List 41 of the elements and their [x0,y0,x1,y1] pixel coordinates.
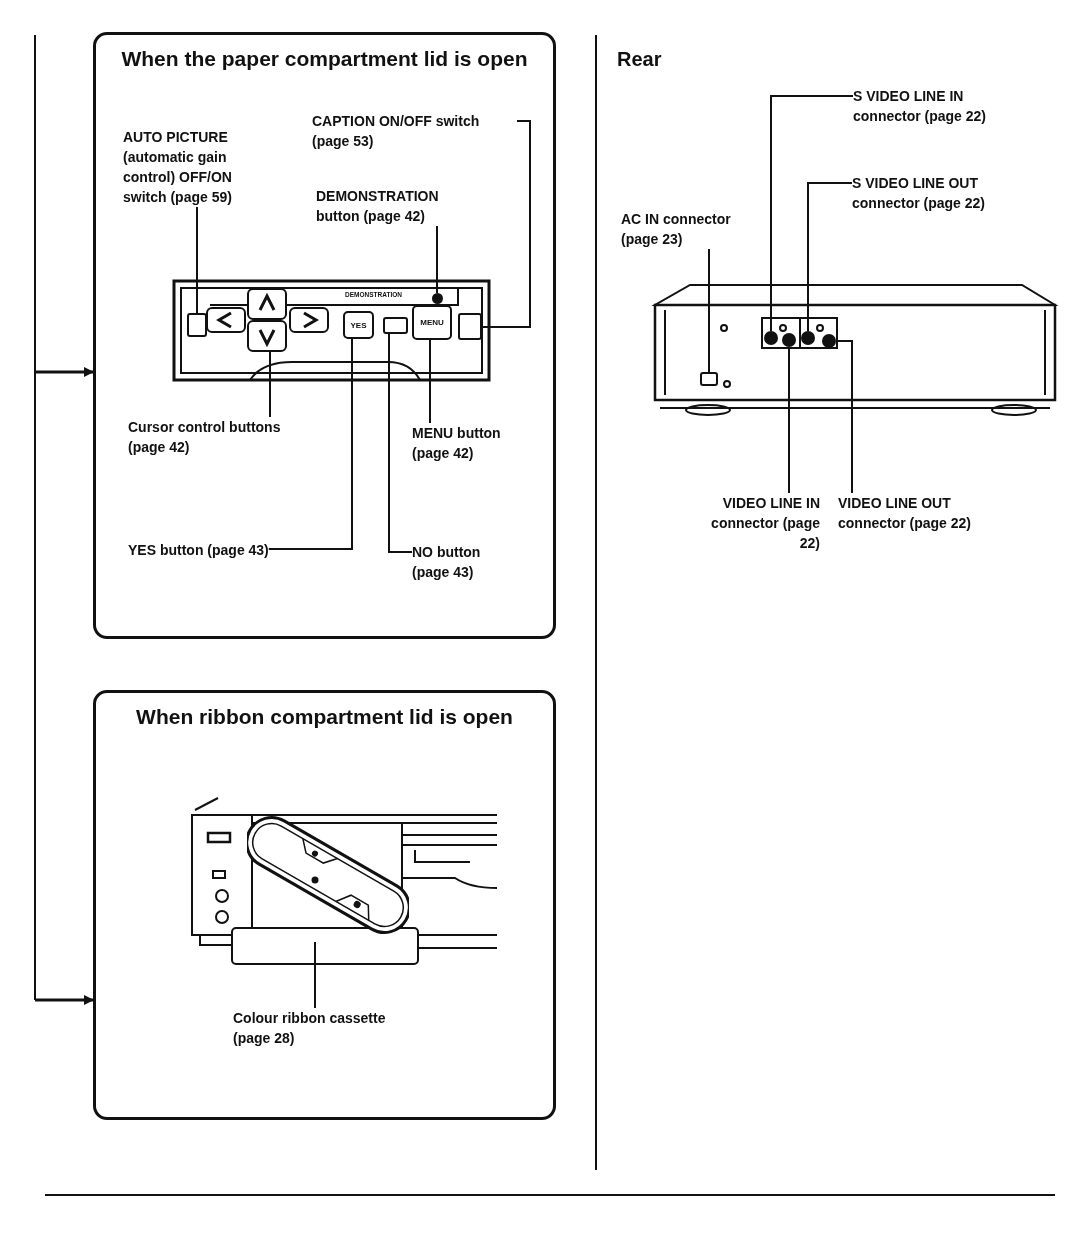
leader-line [708,248,710,373]
leader-line [807,182,853,332]
arrow [35,995,94,1005]
callout-text: YES button (page 43) [128,540,269,560]
leader-line [267,338,353,550]
callout-text: NO button (page 43) [412,542,507,582]
section-panel [93,32,556,639]
panel-button [383,317,408,334]
callout-text: Colour ribbon cassette (page 28) [233,1008,423,1048]
leader-line [269,351,271,418]
leader-line [314,941,316,1009]
callout-text: Cursor control buttons (page 42) [128,417,308,457]
arrow [35,367,94,377]
cursor-buttons-drawing [205,288,330,352]
callout-text: MENU button (page 42) [412,423,522,463]
panel-button: MENU [412,305,452,340]
panel-heading: When the paper compartment lid is open [120,47,529,71]
section-panel [93,690,556,1120]
panel-heading: When ribbon compartment lid is open [135,705,514,729]
callout-text: AUTO PICTURE (automatic gain control) OFF/ON switch (page 59) [123,127,255,207]
leader-line [429,339,431,424]
callout-text: S VIDEO LINE OUT connector (page 22) [852,173,1020,213]
slide-switch [187,313,207,337]
panel-button: YES [343,311,374,339]
leader-line [481,120,531,328]
callout-text: CAPTION ON/OFF switch (page 53) [312,111,517,151]
callout-text: AC IN connector (page 23) [621,209,756,249]
callout-text: DEMONSTRATION button (page 42) [316,186,466,226]
power-socket [700,372,718,386]
callout-text: VIDEO LINE OUT connector (page 22) [838,493,1003,533]
callout-text: S VIDEO LINE IN connector (page 22) [853,86,1021,126]
slide-switch [458,313,482,340]
callout-text: VIDEO LINE IN connector (page 22) [698,493,820,553]
indicator-button [432,293,443,304]
leader-line [196,206,198,314]
leader-line [436,225,438,294]
section-heading: Rear [617,48,662,71]
leader-line [388,333,413,553]
leader-line [835,340,853,494]
leader-line [770,95,854,332]
leader-line [788,346,790,494]
